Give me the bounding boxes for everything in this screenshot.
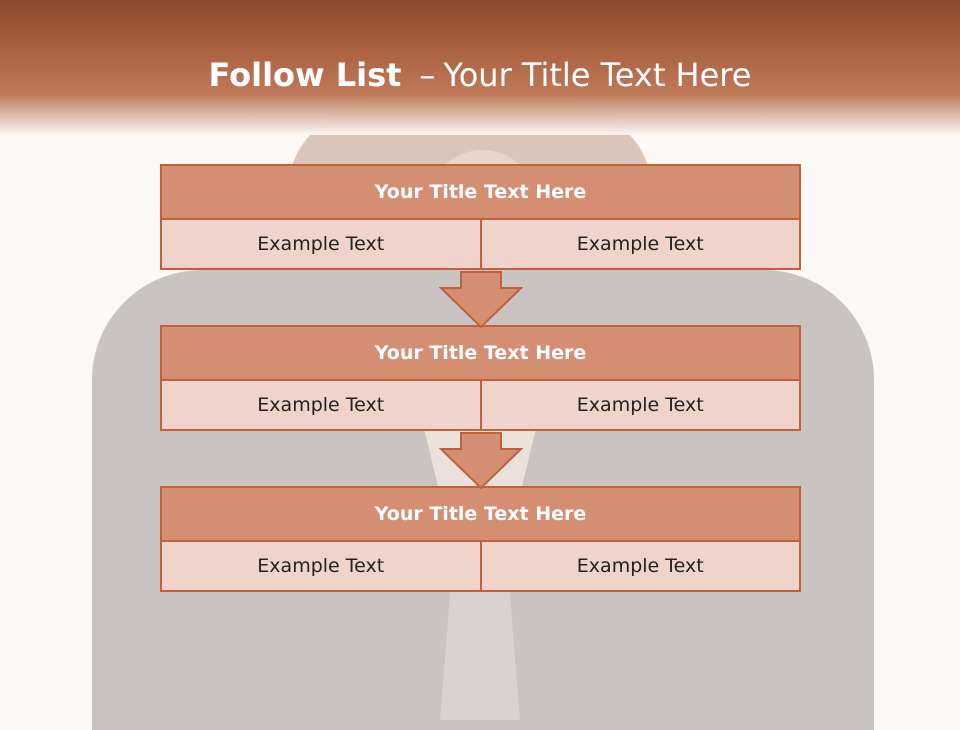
slide-title-bold: Follow List: [208, 56, 402, 94]
step-cell-right-1[interactable]: Example Text: [479, 220, 800, 268]
step-cell-left-2[interactable]: Example Text: [257, 394, 385, 416]
slide-title-separator: –: [419, 56, 436, 94]
step-block-2: Your Title Text Here Example Text Exampl…: [160, 325, 801, 431]
step-block-3: Your Title Text Here Example Text Exampl…: [160, 486, 801, 592]
step-title-2[interactable]: Your Title Text Here: [160, 325, 801, 381]
step-cell-right-3[interactable]: Example Text: [479, 542, 800, 590]
slide-title-rest: Your Title Text Here: [443, 56, 752, 94]
step-block-1: Your Title Text Here Example Text Exampl…: [160, 164, 801, 270]
down-arrow-icon: [439, 432, 523, 490]
title-banner: [0, 0, 960, 135]
step-cell-left-1[interactable]: Example Text: [257, 233, 385, 255]
step-row-2: Example Text Example Text: [160, 381, 801, 431]
step-title-3[interactable]: Your Title Text Here: [160, 486, 801, 542]
down-arrow-icon: [439, 271, 523, 329]
step-row-3: Example Text Example Text: [160, 542, 801, 592]
step-row-1: Example Text Example Text: [160, 220, 801, 270]
step-cell-left-3[interactable]: Example Text: [257, 555, 385, 577]
step-title-1[interactable]: Your Title Text Here: [160, 164, 801, 220]
step-cell-right-2[interactable]: Example Text: [479, 381, 800, 429]
slide-title: Follow List–Your Title Text Here: [0, 52, 960, 98]
